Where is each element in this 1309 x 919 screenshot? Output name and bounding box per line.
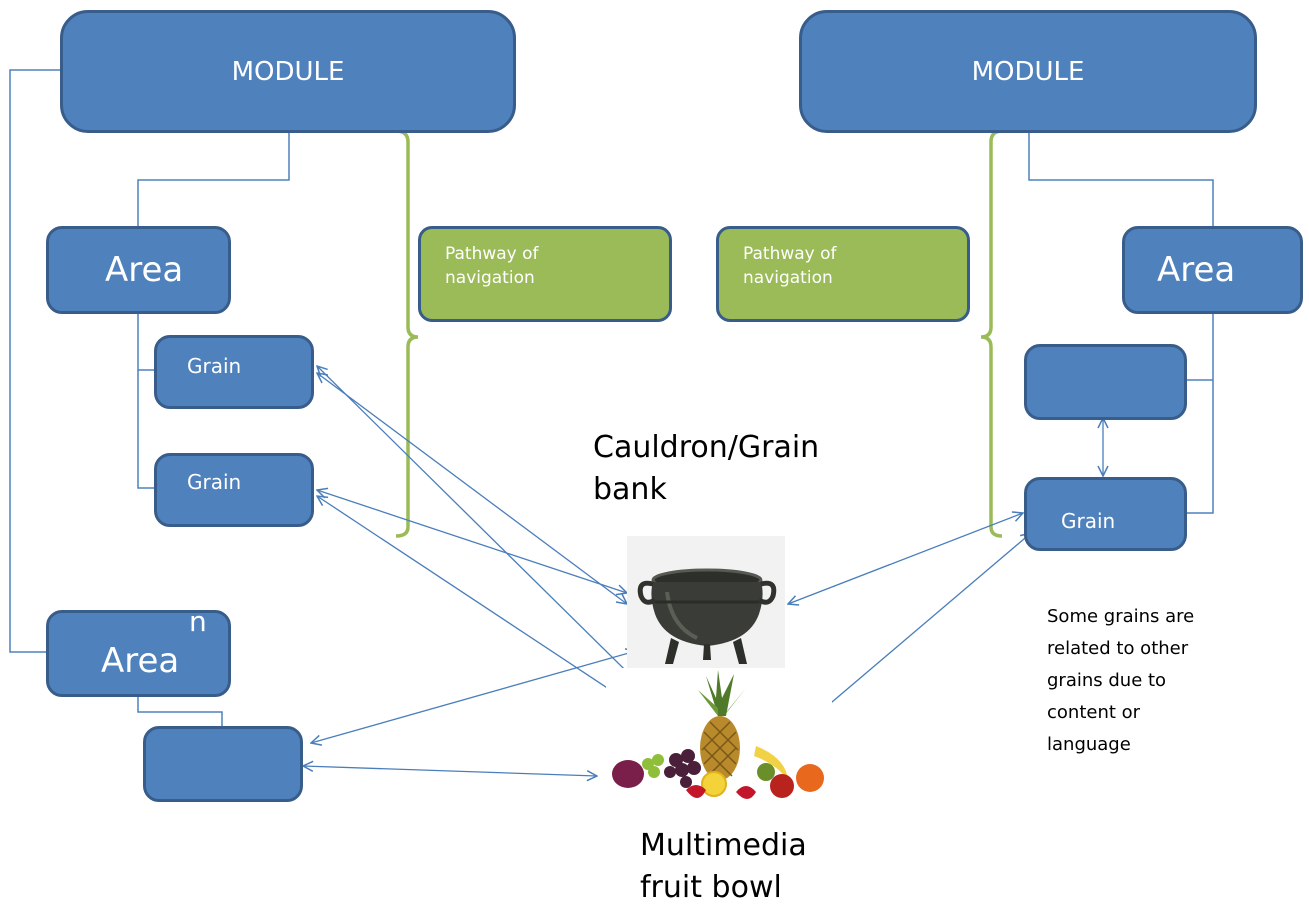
left-bottom-empty-box[interactable] (143, 726, 303, 802)
left-bottom-area-box[interactable]: Area n (46, 605, 231, 697)
right-grain-box[interactable]: Grain (1024, 477, 1187, 551)
arrow-box-fruit-bowl (303, 766, 597, 776)
left-navigation-bracket (395, 129, 419, 538)
right-pathway-label: Pathway of navigation (743, 244, 837, 288)
arrow-box-cauldron (311, 651, 636, 743)
left-grain-2-box[interactable]: Grain (154, 453, 314, 527)
related-grains-note: Some grains are related to other grains … (1047, 606, 1195, 755)
right-grain-label: Grain (1061, 509, 1116, 533)
right-navigation-bracket (980, 129, 1003, 538)
left-area-to-grain2-line (137, 370, 156, 489)
arrow-grain1-cauldron (317, 373, 627, 604)
right-area-label: Area (1157, 250, 1236, 290)
right-area-to-grains-line (1187, 313, 1214, 514)
cauldron-image (627, 536, 785, 669)
cauldron-label: Cauldron/Grain bank (593, 430, 820, 507)
right-module-title: MODULE (971, 56, 1085, 87)
arrow-cauldron-right-grain (788, 513, 1023, 604)
left-grain-1-box[interactable]: Grain (154, 335, 314, 409)
left-top-area-box[interactable]: Area (46, 226, 231, 314)
left-module-to-bottom-area-line (9, 69, 62, 653)
left-bottom-area-label: Area (101, 640, 180, 681)
left-module-box[interactable]: MODULE (60, 10, 516, 133)
right-module-box[interactable]: MODULE (799, 10, 1257, 133)
right-area-box[interactable]: Area (1122, 226, 1303, 314)
arrow-grain2-cauldron (317, 490, 627, 593)
right-empty-box[interactable] (1024, 344, 1187, 420)
left-pathway-box[interactable]: Pathway of navigation (418, 226, 672, 322)
fruit-bowl-image (606, 668, 832, 808)
right-tree-connectors (1028, 132, 1214, 514)
left-grain-1-label: Grain (187, 354, 242, 378)
right-module-to-area-line (1028, 132, 1214, 228)
left-top-area-label: Area (105, 250, 184, 290)
left-module-title: MODULE (231, 56, 345, 87)
left-module-to-area-line (137, 132, 290, 228)
right-pathway-box[interactable]: Pathway of navigation (716, 226, 970, 322)
left-pathway-label: Pathway of navigation (445, 244, 539, 288)
left-bottom-area-stray-letter: n (189, 605, 207, 638)
fruit-bowl-label: Multimedia fruit bowl (640, 828, 807, 905)
left-tree-connectors (9, 69, 290, 727)
left-bottom-area-to-box-line (137, 695, 223, 727)
left-grain-2-label: Grain (187, 470, 242, 494)
